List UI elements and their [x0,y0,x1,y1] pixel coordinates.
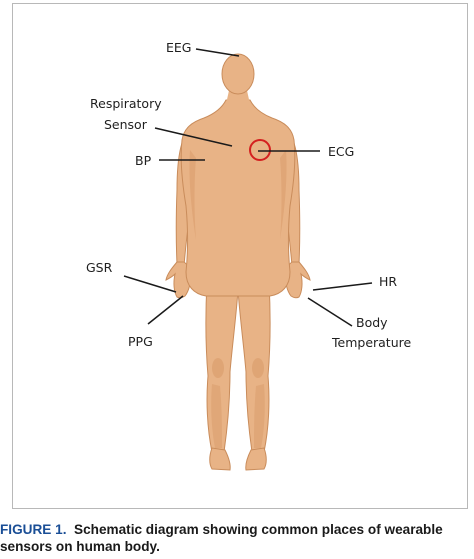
hr-label: HR [379,274,397,289]
left-foot [209,447,231,471]
eeg-leader [195,48,240,57]
body-temp-label-line1: Body [356,315,388,330]
figure-frame [12,3,468,509]
gsr-label: GSR [86,260,113,275]
caption-text-line2: sensors on human body. [0,539,160,554]
ecg-sensor-circle [249,139,271,161]
ppg-label: PPG [128,334,153,349]
figure-caption: FIGURE 1. Schematic diagram showing comm… [0,521,474,555]
ppg-leader [147,295,184,325]
figure-number: FIGURE 1. [0,522,67,537]
respiratory-label-line1: Respiratory [90,96,162,111]
head [221,53,255,95]
ecg-label: ECG [328,144,354,159]
hr-leader [312,282,373,291]
eeg-label: EEG [166,40,191,55]
torso [180,99,296,297]
bp-label: BP [135,153,152,168]
body-temp-label-line2: Temperature [331,335,411,350]
right-foot [245,447,267,471]
human-body [165,53,311,471]
respiratory-label-line2: Sensor [104,117,148,132]
gsr-leader [123,275,177,293]
caption-text-line1: Schematic diagram showing common places … [74,522,443,537]
caption-line-2: sensors on human body. [0,538,474,555]
respiratory-leader [154,127,233,147]
caption-line-1: FIGURE 1. Schematic diagram showing comm… [0,521,474,538]
body-temp-leader [307,297,353,327]
body-diagram: EEG Respiratory Sensor BP ECG GSR HR PPG… [86,40,411,471]
